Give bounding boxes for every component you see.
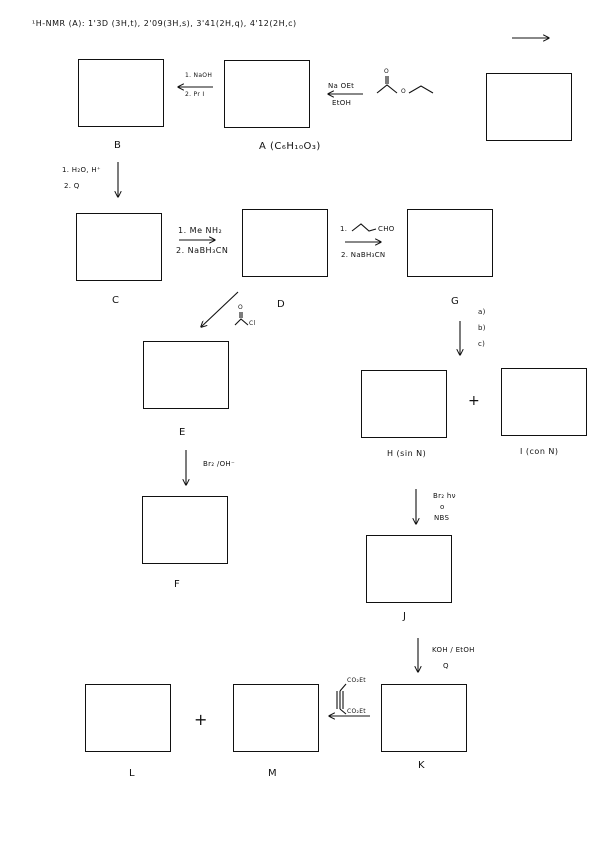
reagent-a-b-2: 2. Pr I bbox=[185, 91, 205, 98]
reagent-d-g-2: 2. NaBH₃CN bbox=[341, 251, 386, 259]
box-a bbox=[224, 60, 310, 128]
reagent-e-f: Br₂ /OH⁻ bbox=[203, 460, 235, 468]
plus-l-m: + bbox=[194, 710, 208, 729]
reagent-k-m-bottom: CO₂Et bbox=[347, 708, 366, 715]
box-l bbox=[85, 684, 171, 752]
label-i: I (con N) bbox=[520, 447, 559, 456]
ethyl-acetate-skeleton bbox=[376, 84, 398, 94]
reagent-start-a-1: Na OEt bbox=[328, 82, 355, 90]
label-b: B bbox=[114, 140, 122, 151]
box-f bbox=[142, 496, 228, 564]
reagent-g-c: c) bbox=[478, 340, 486, 348]
label-e: E bbox=[179, 427, 186, 438]
reagent-g-a: a) bbox=[478, 308, 486, 316]
nmr-header: ¹H-NMR (A): 1'3D (3H,t), 2'09(3H,s), 3'4… bbox=[32, 19, 297, 28]
box-m bbox=[233, 684, 319, 752]
box-b bbox=[78, 59, 164, 127]
reagent-d-g-1: 1. bbox=[340, 225, 348, 233]
reagent-h-j-1: Br₂ hν bbox=[433, 492, 456, 500]
plus-h-i: + bbox=[468, 393, 481, 409]
box-c bbox=[76, 213, 162, 281]
reagent-c-d-2: 2. NaBH₃CN bbox=[176, 246, 229, 255]
box-h bbox=[361, 370, 447, 438]
box-k bbox=[381, 684, 467, 752]
box-start bbox=[486, 73, 572, 141]
box-e bbox=[143, 341, 229, 409]
reagent-c-d-1: 1. Me NH₂ bbox=[178, 226, 223, 235]
label-m: M bbox=[268, 768, 278, 779]
box-i bbox=[501, 368, 587, 436]
box-j bbox=[366, 535, 452, 603]
ester-ether-o: O bbox=[401, 88, 407, 95]
label-g: G bbox=[451, 296, 460, 307]
box-g bbox=[407, 209, 493, 277]
reagent-j-k-2: Q bbox=[443, 662, 449, 670]
box-d bbox=[242, 209, 328, 277]
acyl-o: O bbox=[238, 304, 244, 311]
reagent-g-b: b) bbox=[478, 324, 486, 332]
label-f: F bbox=[174, 579, 181, 590]
acyl-cl: Cl bbox=[249, 320, 256, 327]
reagent-start-a-2: EtOH bbox=[332, 99, 352, 107]
reagent-h-j-3: NBS bbox=[434, 514, 450, 522]
propanal-skeleton bbox=[351, 223, 377, 232]
reagent-k-m-top: CO₂Et bbox=[347, 677, 366, 684]
label-h: H (sin N) bbox=[387, 449, 427, 458]
ester-carbonyl-o: O bbox=[384, 68, 390, 75]
reagent-d-g-1-tail: CHO bbox=[378, 225, 395, 233]
reagent-b-c-1: 1. H₂O, H⁺ bbox=[62, 166, 101, 174]
label-c: C bbox=[112, 295, 120, 306]
label-k: K bbox=[418, 760, 426, 771]
label-j: J bbox=[403, 611, 407, 622]
reagent-a-b-1: 1. NaOH bbox=[185, 72, 213, 79]
reagent-b-c-2: 2. Q bbox=[64, 182, 80, 190]
reagent-h-j-2: o bbox=[440, 503, 445, 511]
label-l: L bbox=[129, 768, 136, 779]
reagent-j-k-1: KOH / EtOH bbox=[432, 646, 475, 654]
arrow-d-to-e bbox=[201, 291, 239, 327]
label-d: D bbox=[277, 299, 286, 310]
label-a: A (C₆H₁₀O₃) bbox=[259, 141, 321, 152]
acetyl-chloride-skeleton bbox=[234, 318, 249, 326]
